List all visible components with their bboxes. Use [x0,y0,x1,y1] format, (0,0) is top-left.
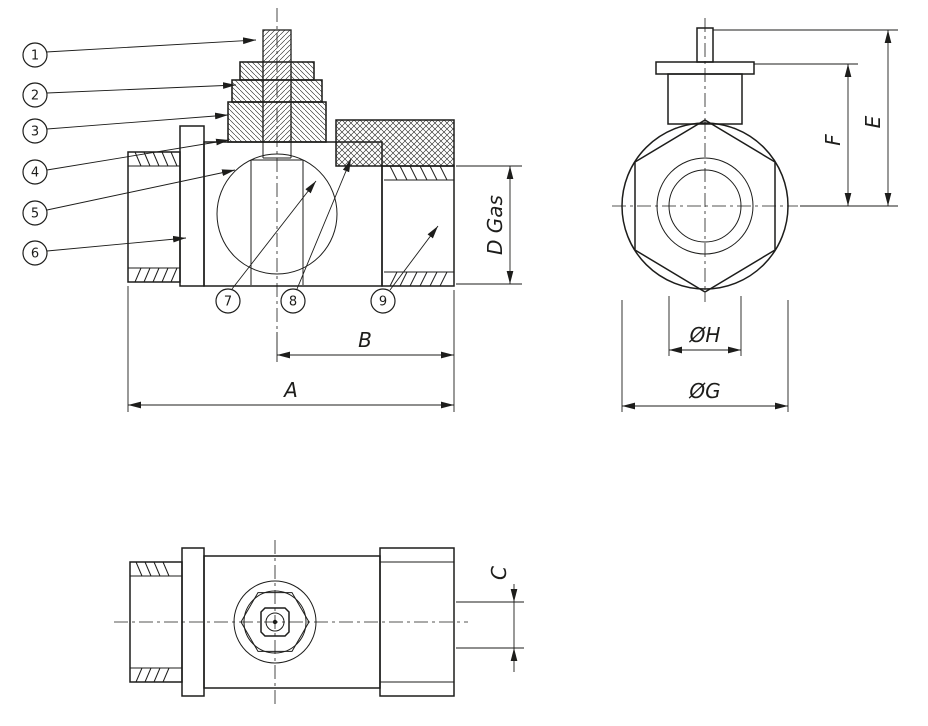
svg-text:8: 8 [289,295,297,310]
callout-7: 7 [215,180,317,314]
bonnet-left [227,101,264,143]
dimension-g: ØG [621,300,789,412]
callout-4: 4 [22,138,230,185]
svg-text:1: 1 [31,49,39,64]
top-coupling [379,547,455,697]
boss-outer-circle [233,580,317,664]
svg-text:3: 3 [31,125,39,140]
bore-circle [668,169,742,243]
dim-a-label: A [282,378,298,402]
dimension-c: C [456,566,524,672]
dim-h-label: ØH [689,323,721,347]
stem-center-dot [272,619,278,625]
svg-text:4: 4 [31,166,39,181]
callout-6: 6 [22,235,187,266]
flange [179,125,205,287]
dimension-f: F [754,63,858,206]
top-left-thread-ticks [135,561,170,683]
svg-text:5: 5 [31,207,39,222]
coupling-nut-section [335,119,455,167]
svg-text:6: 6 [31,247,39,262]
dimension-d-gas: D Gas [456,165,522,285]
front-view: D Gas B A 1 2 [22,8,522,412]
dimension-b: B [276,290,455,362]
dim-f-label: F [821,134,845,146]
dimension-e: E [713,29,898,207]
callout-3: 3 [22,112,229,144]
stem-section [262,29,292,143]
callout-5: 5 [22,169,236,226]
mount-body [667,73,743,125]
flange-od-circle [621,122,789,290]
packing-right [290,79,323,103]
svg-text:7: 7 [224,295,232,310]
stem-square [260,607,290,637]
top-view: C [114,540,524,704]
dim-b-label: B [358,328,372,352]
bonnet-right [290,101,327,143]
stem-hole [265,612,285,632]
callout-1: 1 [22,37,257,68]
dim-g-label: ØG [688,379,720,403]
callout-8: 8 [280,158,352,314]
gland-left [239,61,264,81]
gland-right [290,61,315,81]
callouts: 1 2 3 4 5 [22,37,439,314]
callout-9: 9 [370,225,439,314]
svg-text:2: 2 [31,89,39,104]
dimension-a: A [127,286,455,412]
callout-2: 2 [22,82,237,108]
svg-text:9: 9 [379,295,387,310]
dimension-h: ØH [668,296,742,356]
right-thread-ticks [389,165,448,287]
boss-inner-circle [243,590,307,654]
left-thread-ticks [134,151,178,283]
side-view: ØH ØG F E [612,18,898,412]
stem-nut-hex [240,592,310,652]
packing-left [231,79,264,103]
right-port [381,165,455,287]
left-end-cap [127,151,181,283]
ball [216,153,338,275]
dim-c-label: C [487,566,511,580]
dim-e-label: E [861,115,885,128]
thread-circle [656,157,754,255]
dim-d-gas-label: D Gas [483,195,507,255]
